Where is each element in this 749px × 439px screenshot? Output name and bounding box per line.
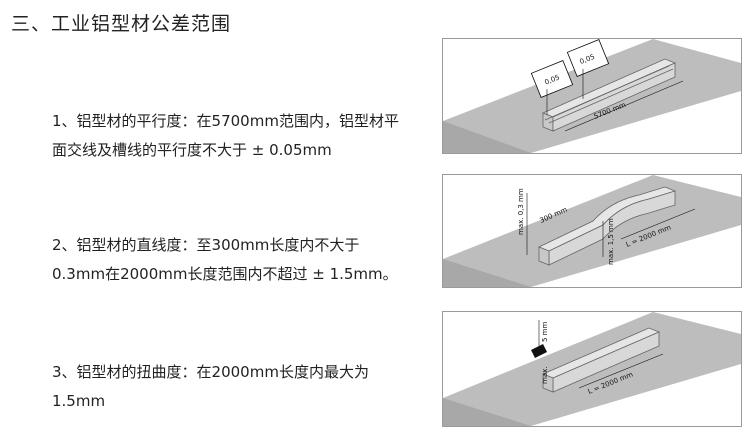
parallelism-figure: 0,05 0,05 5700 mm <box>442 38 742 154</box>
straightness-line-1: 2、铝型材的直线度：至300mm长度内不大于 <box>52 236 360 254</box>
gauge-block <box>531 344 547 358</box>
svg-text:5 mm: 5 mm <box>541 322 549 342</box>
profile-bar <box>538 186 677 266</box>
parallelism-line-1: 1、铝型材的平行度：在5700mm范围内，铝型材平 <box>52 112 399 130</box>
section-title: 三、工业铝型材公差范围 <box>11 13 232 35</box>
tolerance-box-a <box>530 60 574 98</box>
twist-figure: 5 mm max. L = 2000 mm <box>442 311 742 427</box>
twist-item: 3、铝型材的扭曲度：在2000mm长度内最大为 1.5mm <box>52 358 369 416</box>
svg-text:max. 1,5 mm: max. 1,5 mm <box>607 218 615 265</box>
profile-bar <box>541 58 677 132</box>
twist-line-1: 3、铝型材的扭曲度：在2000mm长度内最大为 <box>52 363 369 381</box>
parallelism-item: 1、铝型材的平行度：在5700mm范围内，铝型材平 面交线及槽线的平行度不大于 … <box>52 107 399 165</box>
straightness-item: 2、铝型材的直线度：至300mm长度内不大于 0.3mm在2000mm长度范围内… <box>52 231 398 289</box>
straightness-figure: max. 0,3 mm 300 mm max. 1,5 mm L = 2000 … <box>442 174 742 288</box>
parallelism-line-2: 面交线及槽线的平行度不大于 ± 0.05mm <box>52 141 332 159</box>
svg-text:max. 0,3 mm: max. 0,3 mm <box>517 188 525 235</box>
svg-text:max.: max. <box>541 367 549 384</box>
straightness-line-2: 0.3mm在2000mm长度范围内不超过 ± 1.5mm。 <box>52 265 398 283</box>
profile-bar <box>541 327 661 393</box>
tolerance-box-b <box>566 39 610 77</box>
twist-line-2: 1.5mm <box>52 392 106 410</box>
